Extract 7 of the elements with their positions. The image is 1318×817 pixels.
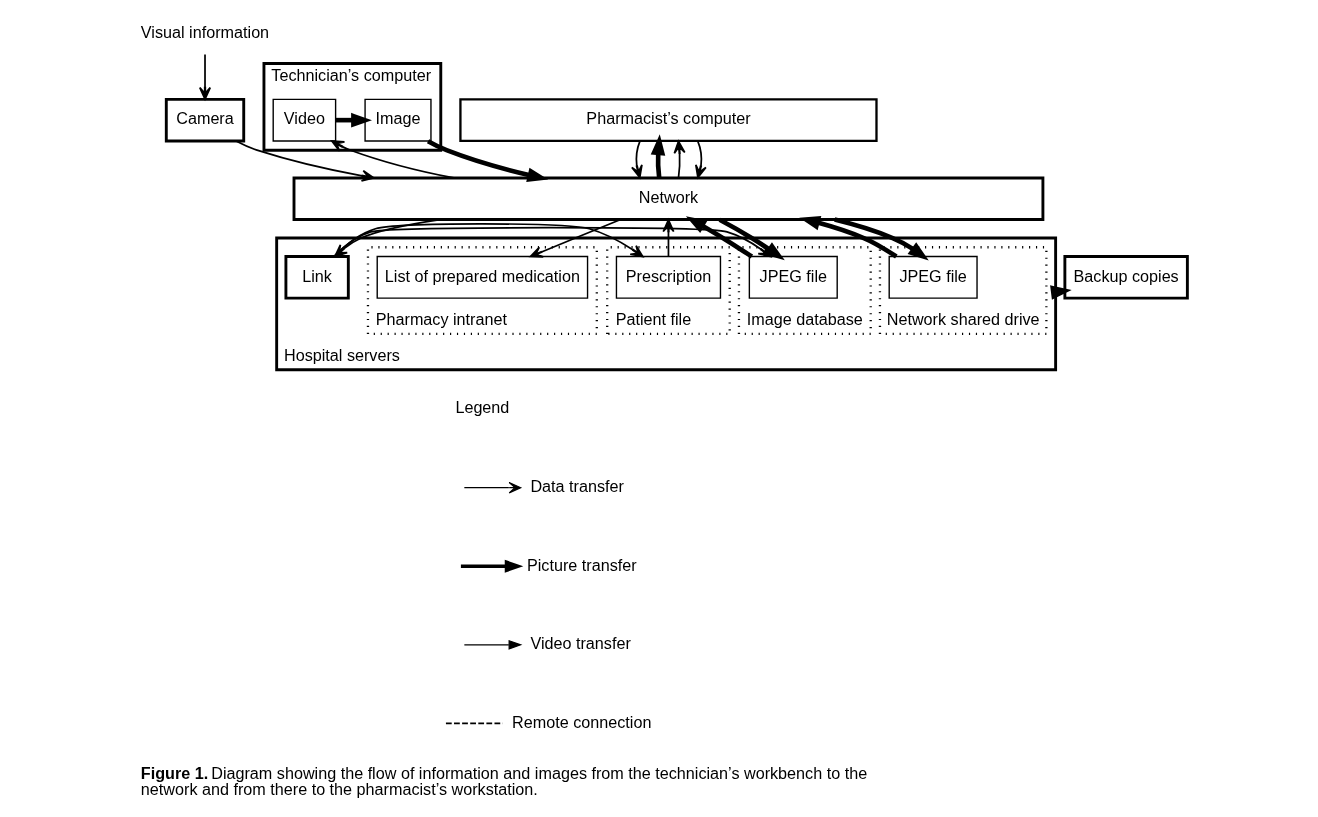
label: Legend xyxy=(454,398,509,417)
legend-label: Remote connection xyxy=(511,712,651,731)
legend-label: Data transfer xyxy=(529,476,624,495)
legend-label: Video transfer xyxy=(529,634,631,653)
node-text: Visual information xyxy=(140,22,269,41)
legend-label: Picture transfer xyxy=(526,555,637,574)
caption: Figure 1. Diagram showing the flow of information and images from the technician’s workbench to the network and from there to the pharmacist’s workstation. xyxy=(140,764,867,799)
